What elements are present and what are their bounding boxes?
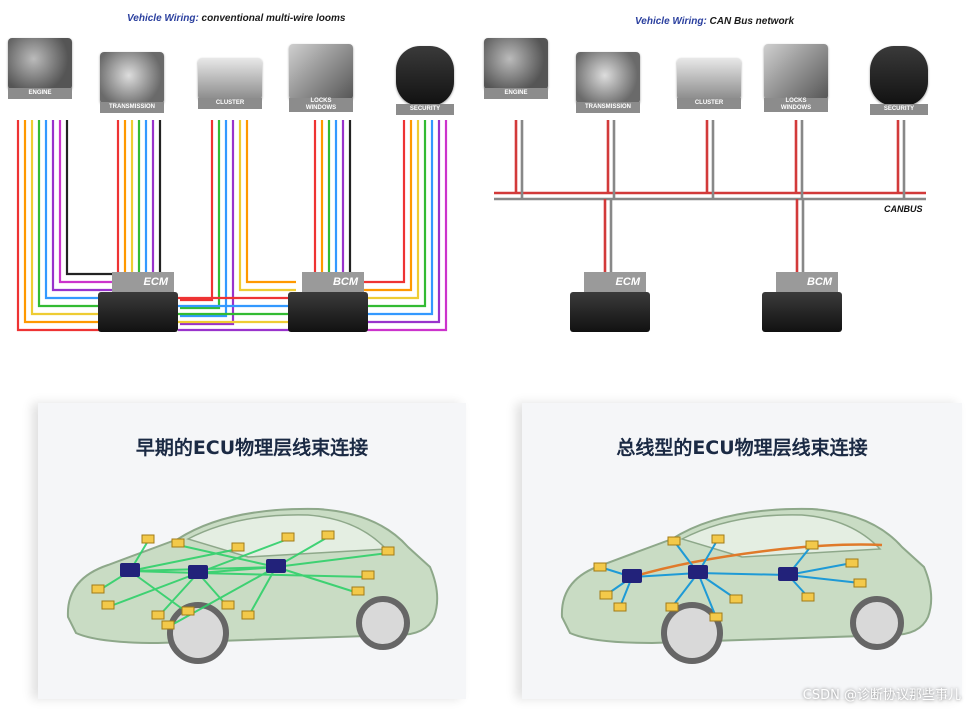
canbus-label: CANBUS: [884, 204, 923, 214]
component-label-cluster: CLUSTER: [677, 98, 741, 109]
bcm-label-plate: BCM: [776, 272, 838, 292]
card-title: 总线型的ECU物理层线束连接: [616, 437, 868, 459]
engine-unit: ENGINE: [8, 38, 72, 99]
cluster-unit: CLUSTER: [198, 58, 262, 109]
component-label-cluster: CLUSTER: [198, 98, 262, 109]
security-unit: SECURITY: [870, 46, 928, 115]
ecm-label: ECM: [143, 276, 168, 288]
can-bus-wiring: [494, 120, 926, 272]
component-label-engine: ENGINE: [8, 88, 72, 99]
card-early-wiring: 早期的ECU物理层线束连接: [38, 403, 466, 699]
engine-unit: ENGINE: [484, 38, 548, 99]
locks-windows-unit: LOCKS WINDOWS: [764, 44, 828, 112]
diagram-can-bus: Vehicle Wiring: CAN Bus network CANBUS E…: [478, 0, 977, 350]
component-label-transmission: TRANSMISSION: [576, 102, 640, 113]
bcm-box: [288, 292, 368, 332]
bcm-module: BCM: [288, 272, 368, 334]
ecm-label-plate: ECM: [112, 272, 174, 292]
component-label-engine: ENGINE: [484, 88, 548, 99]
bcm-module: BCM: [762, 272, 842, 334]
ecm-module: ECM: [98, 272, 178, 334]
ecm-label-plate: ECM: [584, 272, 646, 292]
car-bus-wiring: [560, 507, 933, 664]
locks-windows-unit: LOCKS WINDOWS: [289, 44, 353, 112]
component-label-security: SECURITY: [870, 104, 928, 115]
component-label-transmission: TRANSMISSION: [100, 102, 164, 113]
component-label-locks: LOCKS WINDOWS: [764, 98, 828, 112]
cluster-unit: CLUSTER: [677, 58, 741, 109]
card-bus-wiring: 总线型的ECU物理层线束连接: [522, 403, 962, 699]
title-rest: CAN Bus network: [706, 16, 795, 27]
bcm-box: [762, 292, 842, 332]
ecm-box: [570, 292, 650, 332]
transmission-unit: TRANSMISSION: [100, 52, 164, 113]
title-rest: conventional multi-wire looms: [198, 13, 346, 24]
ecm-box: [98, 292, 178, 332]
bcm-label-plate: BCM: [302, 272, 364, 292]
title-accent: Vehicle Wiring:: [635, 16, 707, 27]
car-mesh-wiring: [66, 507, 439, 664]
card-title: 早期的ECU物理层线束连接: [135, 437, 369, 459]
multi-wire-looms: [16, 120, 448, 332]
component-label-locks: LOCKS WINDOWS: [289, 98, 353, 112]
diagram-conventional-wiring: Vehicle Wiring: conventional multi-wire …: [0, 0, 470, 350]
component-label-security: SECURITY: [396, 104, 454, 115]
bcm-label: BCM: [806, 276, 832, 288]
diagram-title: Vehicle Wiring: conventional multi-wire …: [127, 13, 345, 24]
ecm-label: ECM: [615, 276, 640, 288]
watermark: CSDN @诊断协议那些事儿: [802, 688, 961, 703]
security-unit: SECURITY: [396, 46, 454, 115]
ecm-module: ECM: [570, 272, 650, 334]
transmission-unit: TRANSMISSION: [576, 52, 640, 113]
bcm-label: BCM: [332, 276, 358, 288]
diagram-title: Vehicle Wiring: CAN Bus network: [635, 16, 794, 27]
title-accent: Vehicle Wiring:: [127, 13, 199, 24]
